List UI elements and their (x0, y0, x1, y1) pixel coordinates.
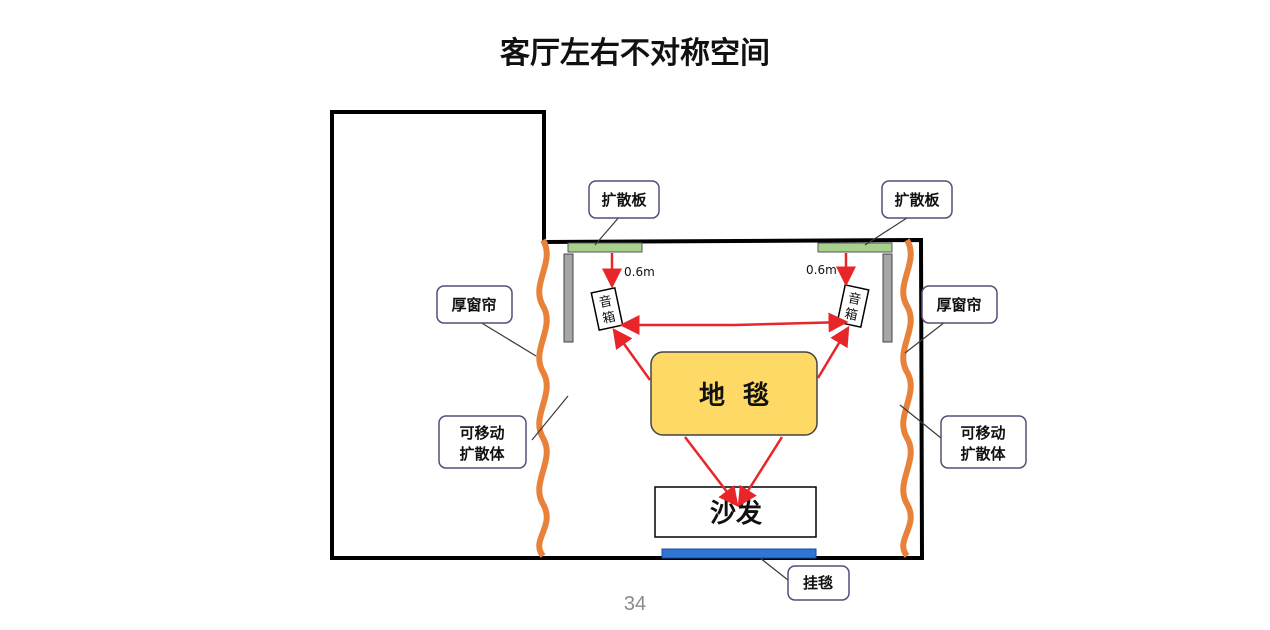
speaker-left: 音 箱 (590, 287, 624, 331)
page-title: 客厅左右不对称空间 (500, 36, 770, 71)
leader-movable-right (899, 404, 942, 439)
curtain-left (536, 238, 550, 558)
svg-text:厚窗帘: 厚窗帘 (451, 296, 496, 314)
distance-label-left: 0.6m (624, 265, 655, 279)
svg-text:可移动: 可移动 (960, 424, 1005, 442)
svg-text:扩散体: 扩散体 (459, 445, 505, 463)
tapestry-panel (661, 548, 817, 559)
svg-text:可移动: 可移动 (459, 424, 504, 442)
speaker-right: 音 箱 (836, 284, 870, 328)
svg-text:厚窗帘: 厚窗帘 (936, 296, 981, 314)
room-wall-outline (330, 110, 925, 560)
arrow-speaker-to-speaker-b (734, 312, 849, 333)
callout-curtain-left: 厚窗帘 (436, 285, 513, 324)
leader-tapestry (759, 557, 789, 581)
svg-text:扩散板: 扩散板 (601, 191, 647, 209)
leader-curtain-left (479, 321, 537, 357)
leader-diffuser-right (864, 215, 911, 246)
distance-label-right: 0.6m (806, 263, 837, 277)
diffuser-panel-left (567, 242, 643, 253)
speaker-left-label-line1: 音 (598, 293, 614, 311)
leader-curtain-right (904, 321, 946, 354)
page-number: 34 (623, 593, 647, 615)
callout-movable-left: 可移动 扩散体 (438, 415, 527, 469)
arrow-rug-to-sofa-right (737, 436, 784, 508)
arrow-right-speaker-diagonal (816, 325, 850, 379)
callout-tapestry: 挂毯 (787, 565, 850, 601)
callout-diffuser-right: 扩散板 (881, 180, 953, 219)
diffuser-panel-right (817, 242, 893, 253)
arrow-left-speaker-diagonal (612, 327, 652, 381)
leader-diffuser-left (594, 215, 621, 246)
arrow-rug-to-sofa-left (684, 436, 739, 507)
callout-movable-right: 可移动 扩散体 (940, 415, 1027, 469)
curtain-right (900, 238, 914, 558)
leader-movable-left (531, 395, 569, 441)
svg-text:扩散体: 扩散体 (960, 445, 1006, 463)
speaker-right-label-line1: 音 (846, 290, 862, 308)
callout-diffuser-left: 扩散板 (588, 180, 660, 219)
rug-label: 地 毯 (699, 380, 769, 411)
rug-box (650, 351, 818, 436)
speaker-left-label-line2: 箱 (601, 309, 617, 327)
side-panel-right (882, 253, 893, 343)
side-panel-left (563, 253, 574, 343)
svg-text:扩散板: 扩散板 (894, 191, 940, 209)
svg-text:挂毯: 挂毯 (803, 574, 833, 592)
callout-curtain-right: 厚窗帘 (921, 285, 998, 324)
